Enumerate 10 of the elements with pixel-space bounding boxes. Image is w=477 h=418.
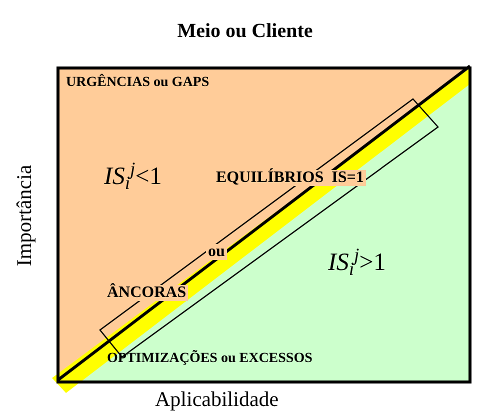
axis-label: Aplicabilidade — [155, 389, 279, 410]
chart-title: Meio ou Cliente — [176, 19, 314, 44]
quadrant-label: ou — [206, 244, 227, 260]
quadrant-label: ÂNCORAS — [105, 285, 188, 301]
formula-label: IS$_{i}$$^{j}$>1 — [328, 250, 386, 275]
formula-label: IS$_{i}$$^{j}$<1 — [104, 164, 162, 189]
quadrant-label: EQUILÍBRIOS IS=1 — [214, 170, 366, 186]
axis-label: Importância — [14, 164, 36, 266]
quadrant-label: URGÊNCIAS ou GAPS — [66, 76, 210, 90]
quadrant-label: OPTIMIZAÇÕES ou EXCESSOS — [107, 352, 312, 366]
